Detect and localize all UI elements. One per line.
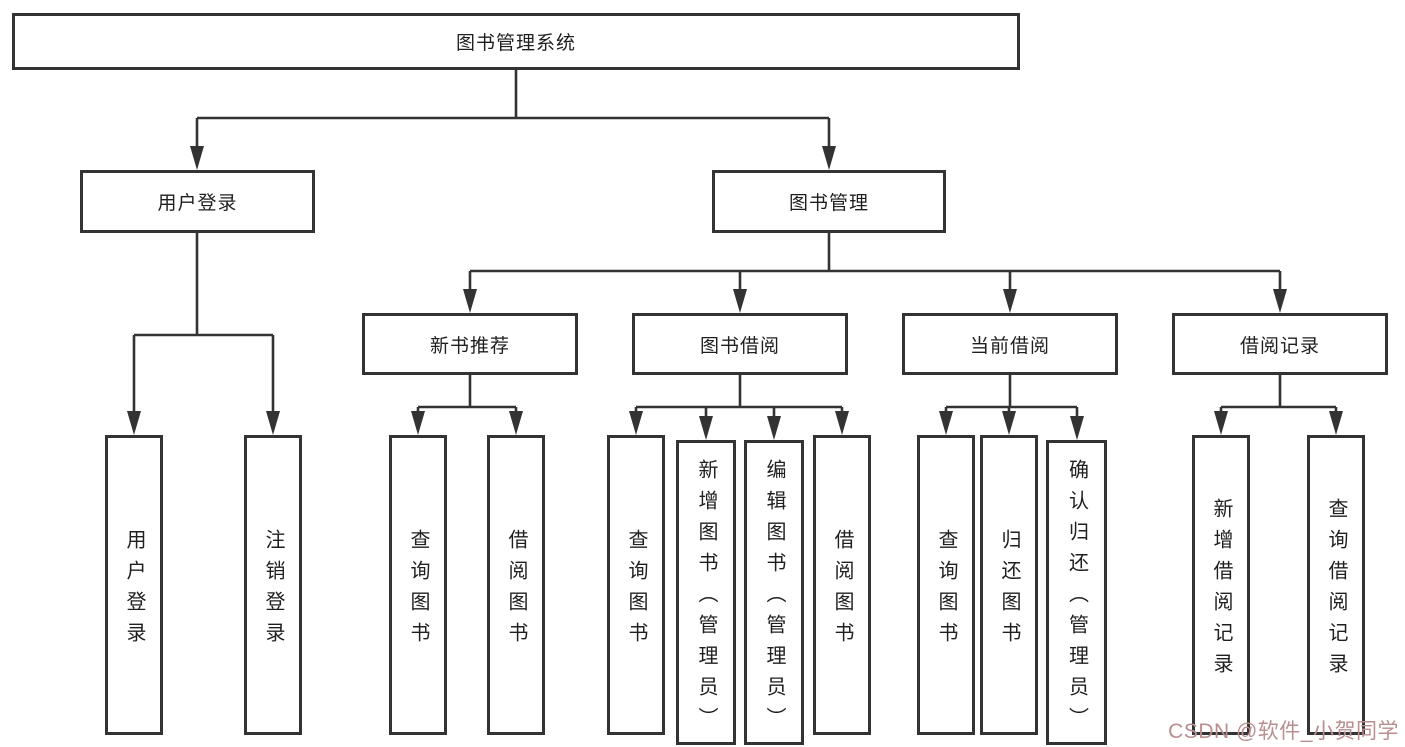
leaf-newbooks-query: 查询图书 [389, 435, 447, 735]
leaf-logout: 注销登录 [244, 435, 302, 735]
connector-root-to-level2 [190, 70, 836, 170]
leaf-label: 编辑图书（管理员） [763, 458, 785, 738]
connector-book-borrow-branch [629, 375, 849, 440]
node-new-book-recommend: 新书推荐 [362, 313, 578, 375]
leaf-current-query: 查询图书 [917, 435, 975, 735]
leaf-label: 查询图书 [625, 528, 647, 653]
connector-records-branch [1214, 375, 1343, 435]
leaf-label: 查询图书 [935, 528, 957, 653]
leaf-label: 确认归还（管理员） [1065, 458, 1088, 738]
node-root-system: 图书管理系统 [12, 13, 1020, 70]
leaf-label: 注销登录 [262, 528, 284, 653]
leaf-label: 用户登录 [123, 528, 145, 653]
leaf-borrow-query: 查询图书 [607, 435, 665, 735]
leaf-borrow-edit-admin: 编辑图书（管理员） [744, 440, 804, 745]
node-label: 用户登录 [157, 193, 238, 214]
leaf-current-return: 归还图书 [980, 435, 1038, 735]
leaf-label: 新增图书（管理员） [695, 458, 717, 738]
leaf-label: 新增借阅记录 [1210, 497, 1232, 684]
leaf-label: 借阅图书 [505, 528, 527, 653]
leaf-current-confirm-admin: 确认归还（管理员） [1046, 440, 1107, 745]
node-book-management: 图书管理 [712, 170, 946, 233]
leaf-newbooks-borrow: 借阅图书 [487, 435, 545, 735]
leaf-label: 查询借阅记录 [1325, 497, 1347, 684]
leaf-records-query: 查询借阅记录 [1307, 435, 1365, 735]
leaf-user-login: 用户登录 [105, 435, 163, 735]
node-user-login: 用户登录 [80, 170, 315, 233]
leaf-label: 查询图书 [407, 528, 429, 653]
node-label: 借阅记录 [1239, 335, 1320, 357]
leaf-label: 借阅图书 [831, 528, 853, 653]
node-root-label: 图书管理系统 [455, 33, 576, 54]
leaf-label: 归还图书 [998, 528, 1020, 653]
node-current-borrow: 当前借阅 [902, 313, 1118, 375]
leaf-records-add: 新增借阅记录 [1192, 435, 1250, 735]
connector-book-mgmt-to-level3 [463, 233, 1287, 313]
csdn-watermark: CSDN @软件_小贺同学 [1168, 720, 1399, 743]
node-label: 图书借阅 [699, 335, 780, 357]
node-book-borrow: 图书借阅 [632, 313, 848, 375]
node-label: 新书推荐 [429, 335, 510, 357]
connector-current-borrow-branch [939, 375, 1084, 440]
node-label: 当前借阅 [969, 335, 1050, 357]
connector-user-login-branch [127, 233, 280, 435]
leaf-borrow-add-admin: 新增图书（管理员） [676, 440, 736, 745]
leaf-borrow-borrow: 借阅图书 [813, 435, 871, 735]
node-label: 图书管理 [788, 193, 869, 214]
node-borrow-records: 借阅记录 [1172, 313, 1388, 375]
connector-new-books-branch [411, 375, 523, 435]
